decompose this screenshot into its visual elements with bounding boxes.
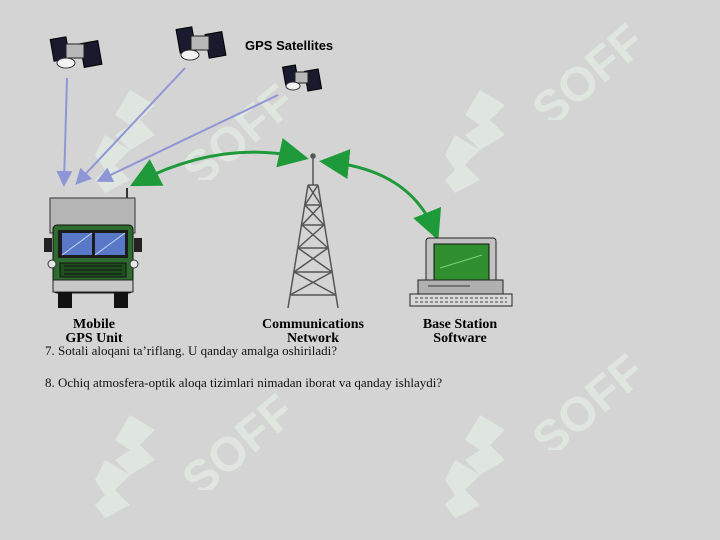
mobile-gps-unit-label: Mobile GPS Unit <box>44 318 144 346</box>
watermark-text: SOFF <box>523 345 640 450</box>
truck-tower-arrow <box>129 137 309 187</box>
signal-line <box>75 67 186 185</box>
signal-line <box>96 94 279 183</box>
watermark-logo <box>445 90 505 193</box>
satellites-label: GPS Satellites <box>245 38 334 53</box>
satellite-icon <box>281 64 323 92</box>
tower-icon <box>287 153 339 309</box>
watermark-text: SOFF <box>523 15 640 120</box>
question-7: 7. Sotali aloqani ta’riflang. U qanday a… <box>45 343 338 358</box>
label-line: Communications <box>262 317 364 332</box>
label-line: GPS Unit <box>65 331 123 346</box>
satellite-icon <box>49 36 103 69</box>
label-line: Mobile <box>73 317 115 332</box>
question-8: 8. Ochiq atmosfera-optik aloqa tizimlari… <box>45 375 443 390</box>
base-station-software-label: Base Station Software <box>405 318 515 346</box>
label-line: Base Station <box>422 317 498 332</box>
truck-icon <box>44 188 142 308</box>
watermark-logo <box>95 415 155 518</box>
satellite-icon <box>175 26 227 61</box>
tower-base-arrow <box>319 149 442 241</box>
label-line: Software <box>433 331 487 346</box>
watermark-logo <box>445 415 505 518</box>
watermark-text: SOFF <box>173 385 290 490</box>
communications-network-label: Communications Network <box>248 318 378 346</box>
label-line: Network <box>286 331 340 346</box>
computer-icon <box>409 237 513 307</box>
signal-line <box>56 77 73 187</box>
